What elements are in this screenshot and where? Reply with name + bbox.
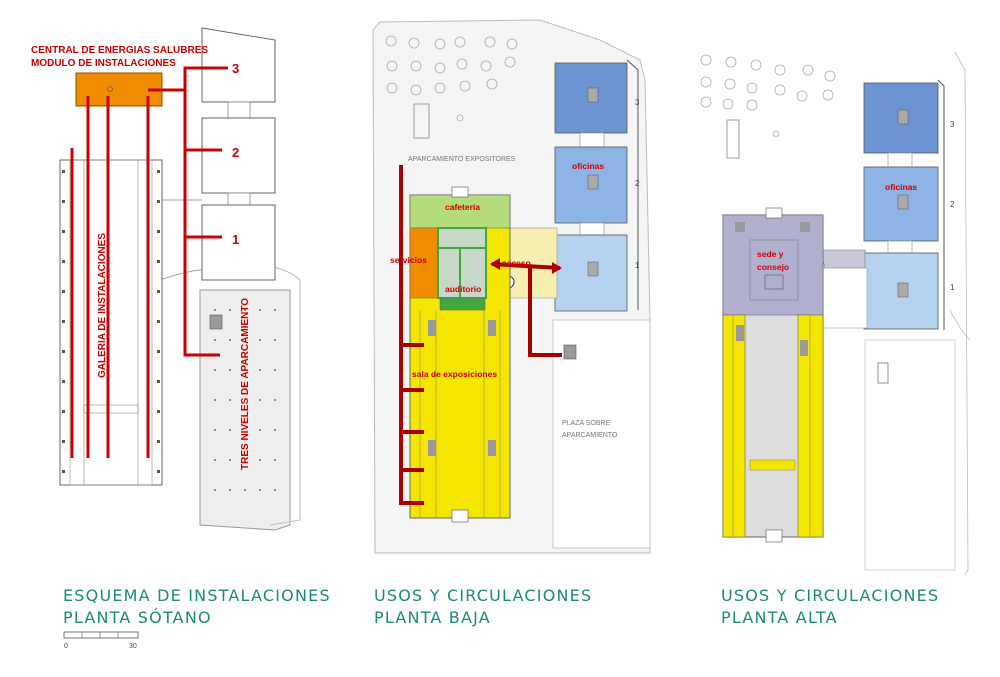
caption-plan2-line2: PLANTA BAJA bbox=[374, 608, 491, 627]
plan1-title-line1: CENTRAL DE ENERGIAS SALUBRES bbox=[31, 45, 208, 56]
gallery-columns bbox=[62, 170, 160, 473]
trees-group-2 bbox=[385, 35, 518, 122]
gallery-building bbox=[59, 159, 163, 486]
sede-label-line1: sede y bbox=[757, 249, 784, 259]
tower-2-outline bbox=[201, 117, 276, 194]
caption-plan1: ESQUEMA DE INSTALACIONES PLANTA SÓTANO bbox=[63, 585, 331, 629]
trees-group-3 bbox=[700, 54, 836, 138]
parking-levels-label: TRES NIVELES DE APARCAMIENTO bbox=[240, 298, 251, 470]
plaza-label-line1: PLAZA SOBRE bbox=[562, 420, 611, 427]
caption-plan3-line2: PLANTA ALTA bbox=[721, 608, 838, 627]
plan2-level-3: 3 bbox=[635, 98, 640, 107]
scale-bar: 0 30 bbox=[63, 631, 139, 650]
plan-alta: oficinas sede y consejo 3 2 1 bbox=[700, 51, 971, 576]
plan1-level-3: 3 bbox=[232, 61, 239, 76]
caption-plan3: USOS Y CIRCULACIONES PLANTA ALTA bbox=[721, 585, 939, 629]
acceso-label: acceso bbox=[502, 258, 531, 268]
caption-plan2-line1: USOS Y CIRCULACIONES bbox=[374, 586, 593, 605]
yellow-left bbox=[722, 314, 746, 538]
caption-plan1-line2: PLANTA SÓTANO bbox=[63, 608, 212, 627]
parking-outline bbox=[199, 289, 291, 531]
sede-label-line2: consejo bbox=[757, 262, 789, 272]
plan3-level-3: 3 bbox=[950, 120, 955, 129]
sala-exposiciones-label: sala de exposiciones bbox=[412, 369, 497, 379]
auditorio-label: auditorio bbox=[445, 284, 481, 294]
plan3-level-1: 1 bbox=[950, 283, 955, 292]
plaza-label-line2: APARCAMIENTO bbox=[562, 432, 618, 439]
cafeteria-label: cafetería bbox=[445, 202, 480, 212]
scale-start: 0 bbox=[64, 643, 68, 650]
caption-plan1-line1: ESQUEMA DE INSTALACIONES bbox=[63, 586, 331, 605]
scale-end: 30 bbox=[129, 643, 137, 650]
servicios-zone bbox=[409, 227, 439, 299]
oficinas-label-2: oficinas bbox=[572, 161, 604, 171]
parking-dots bbox=[214, 309, 276, 491]
tower-1-outline bbox=[201, 204, 276, 281]
caption-plan2: USOS Y CIRCULACIONES PLANTA BAJA bbox=[374, 585, 592, 629]
servicios-label: servicios bbox=[390, 255, 427, 265]
tower-3-outline bbox=[201, 27, 276, 103]
plan1-level-1: 1 bbox=[232, 232, 239, 247]
plan-baja: APARCAMIENTO EXPOSITORES cafetería servi… bbox=[372, 19, 651, 554]
circulation-arrows bbox=[399, 165, 562, 505]
plan1-level-2: 2 bbox=[232, 145, 239, 160]
plan2-level-2: 2 bbox=[635, 179, 640, 188]
plan2-level-1: 1 bbox=[635, 261, 640, 270]
installation-pipes bbox=[70, 66, 228, 458]
gallery-label: GALERIA DE INSTALACIONES bbox=[97, 233, 108, 378]
oficinas-label-3: oficinas bbox=[885, 182, 917, 192]
caption-plan3-line1: USOS Y CIRCULACIONES bbox=[721, 586, 940, 605]
parking-expositores-label: APARCAMIENTO EXPOSITORES bbox=[408, 156, 516, 163]
plan1-title-line2: MODULO DE INSTALACIONES bbox=[31, 58, 176, 69]
plaza-alta-dots bbox=[821, 267, 868, 329]
auditorio-zone bbox=[437, 227, 487, 299]
plan-sotano: CENTRAL DE ENERGIAS SALUBRES MODULO DE I… bbox=[31, 27, 301, 531]
plan3-level-2: 2 bbox=[950, 200, 955, 209]
